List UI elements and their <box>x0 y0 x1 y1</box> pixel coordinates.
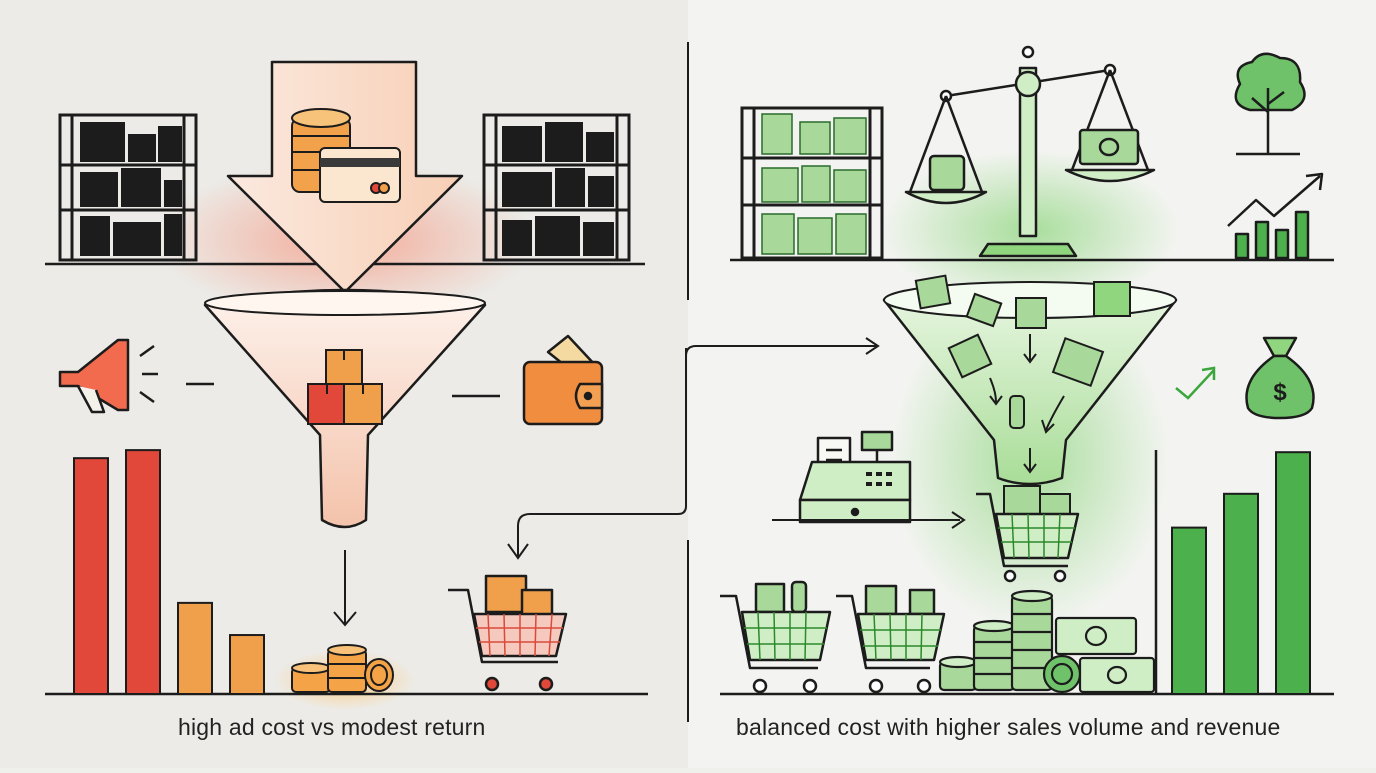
connector-arrow-to-left-cart <box>517 348 687 556</box>
svg-text:$: $ <box>1273 379 1287 406</box>
arrowhead <box>865 337 880 355</box>
left-bar-4 <box>229 634 265 695</box>
megaphone-icon <box>58 338 158 414</box>
left-bar-3 <box>177 601 213 696</box>
boxes-icon <box>914 274 1131 519</box>
shopping-cart-icon <box>976 492 1080 583</box>
right-bar-3 <box>1275 451 1311 696</box>
coin-stack-icon <box>291 644 394 693</box>
shopping-cart-icon <box>836 584 946 694</box>
left-bar-2 <box>125 449 161 695</box>
arrowhead <box>507 543 529 560</box>
warehouse-shelves-icon <box>58 113 198 262</box>
right-bar-1 <box>1171 526 1207 695</box>
boxes-icon <box>307 349 383 425</box>
shopping-cart-icon <box>448 574 568 692</box>
left-caption: high ad cost vs modest return <box>178 714 486 740</box>
right-bar-chart <box>720 450 1334 696</box>
cash-register-icon <box>798 430 912 524</box>
warehouse-shelves-icon <box>740 106 884 260</box>
left-bar-chart <box>45 449 648 696</box>
growth-chart-icon <box>1227 172 1324 260</box>
warehouse-shelves-icon <box>482 113 631 262</box>
right-bar-2 <box>1223 492 1259 695</box>
shopping-cart-icon <box>720 580 832 694</box>
connector-arrow-to-right-funnel <box>685 345 876 357</box>
left-bar-1 <box>73 457 109 695</box>
wallet-icon <box>522 334 604 426</box>
arrowhead <box>951 511 966 529</box>
small-down-arrow-icon <box>333 550 357 627</box>
tree-icon <box>1234 52 1306 156</box>
credit-card-icon <box>319 147 401 203</box>
right-caption: balanced cost with higher sales volume a… <box>736 714 1281 740</box>
balance-scale-icon <box>904 45 1156 258</box>
money-bag-icon: $ <box>1245 336 1315 420</box>
funnel-flow-arrows <box>989 334 1065 474</box>
cash-bills-icon <box>938 589 1156 694</box>
check-arrow-icon <box>1175 366 1216 400</box>
